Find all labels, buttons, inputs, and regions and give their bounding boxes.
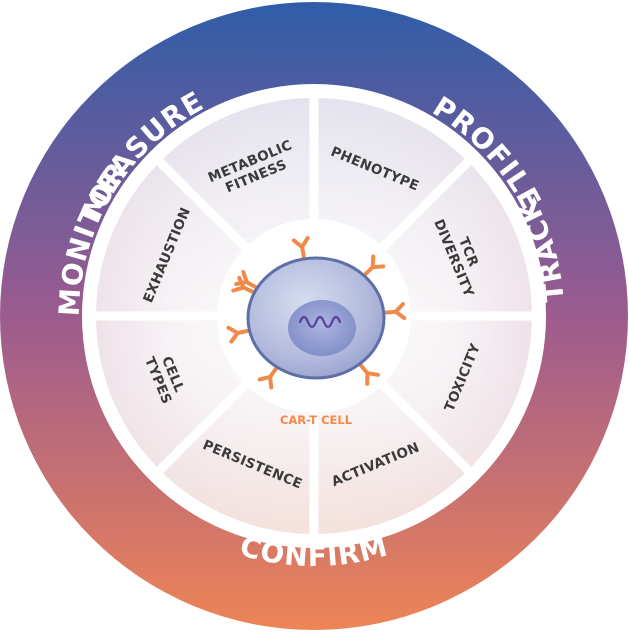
segment-divider: [153, 155, 249, 251]
receptor-icon: [362, 254, 386, 278]
receptor-icon: [357, 362, 380, 386]
car-t-cell-illustration: [226, 235, 407, 390]
receptor-icon: [291, 235, 310, 261]
car-receptors: [226, 235, 407, 390]
segment-divider: [153, 381, 249, 477]
segment-divider: [379, 381, 475, 477]
receptor-icon: [226, 325, 252, 344]
segment-divider: [379, 155, 475, 251]
dna-strand-icon: [298, 315, 342, 329]
segment-dividers: [92, 94, 536, 538]
cell-caption: CAR-T CELL: [280, 413, 353, 427]
cell-nucleus: [288, 300, 356, 356]
receptor-icon: [381, 302, 407, 321]
receptor-icon: [231, 275, 257, 295]
receptor-icon: [257, 365, 279, 390]
